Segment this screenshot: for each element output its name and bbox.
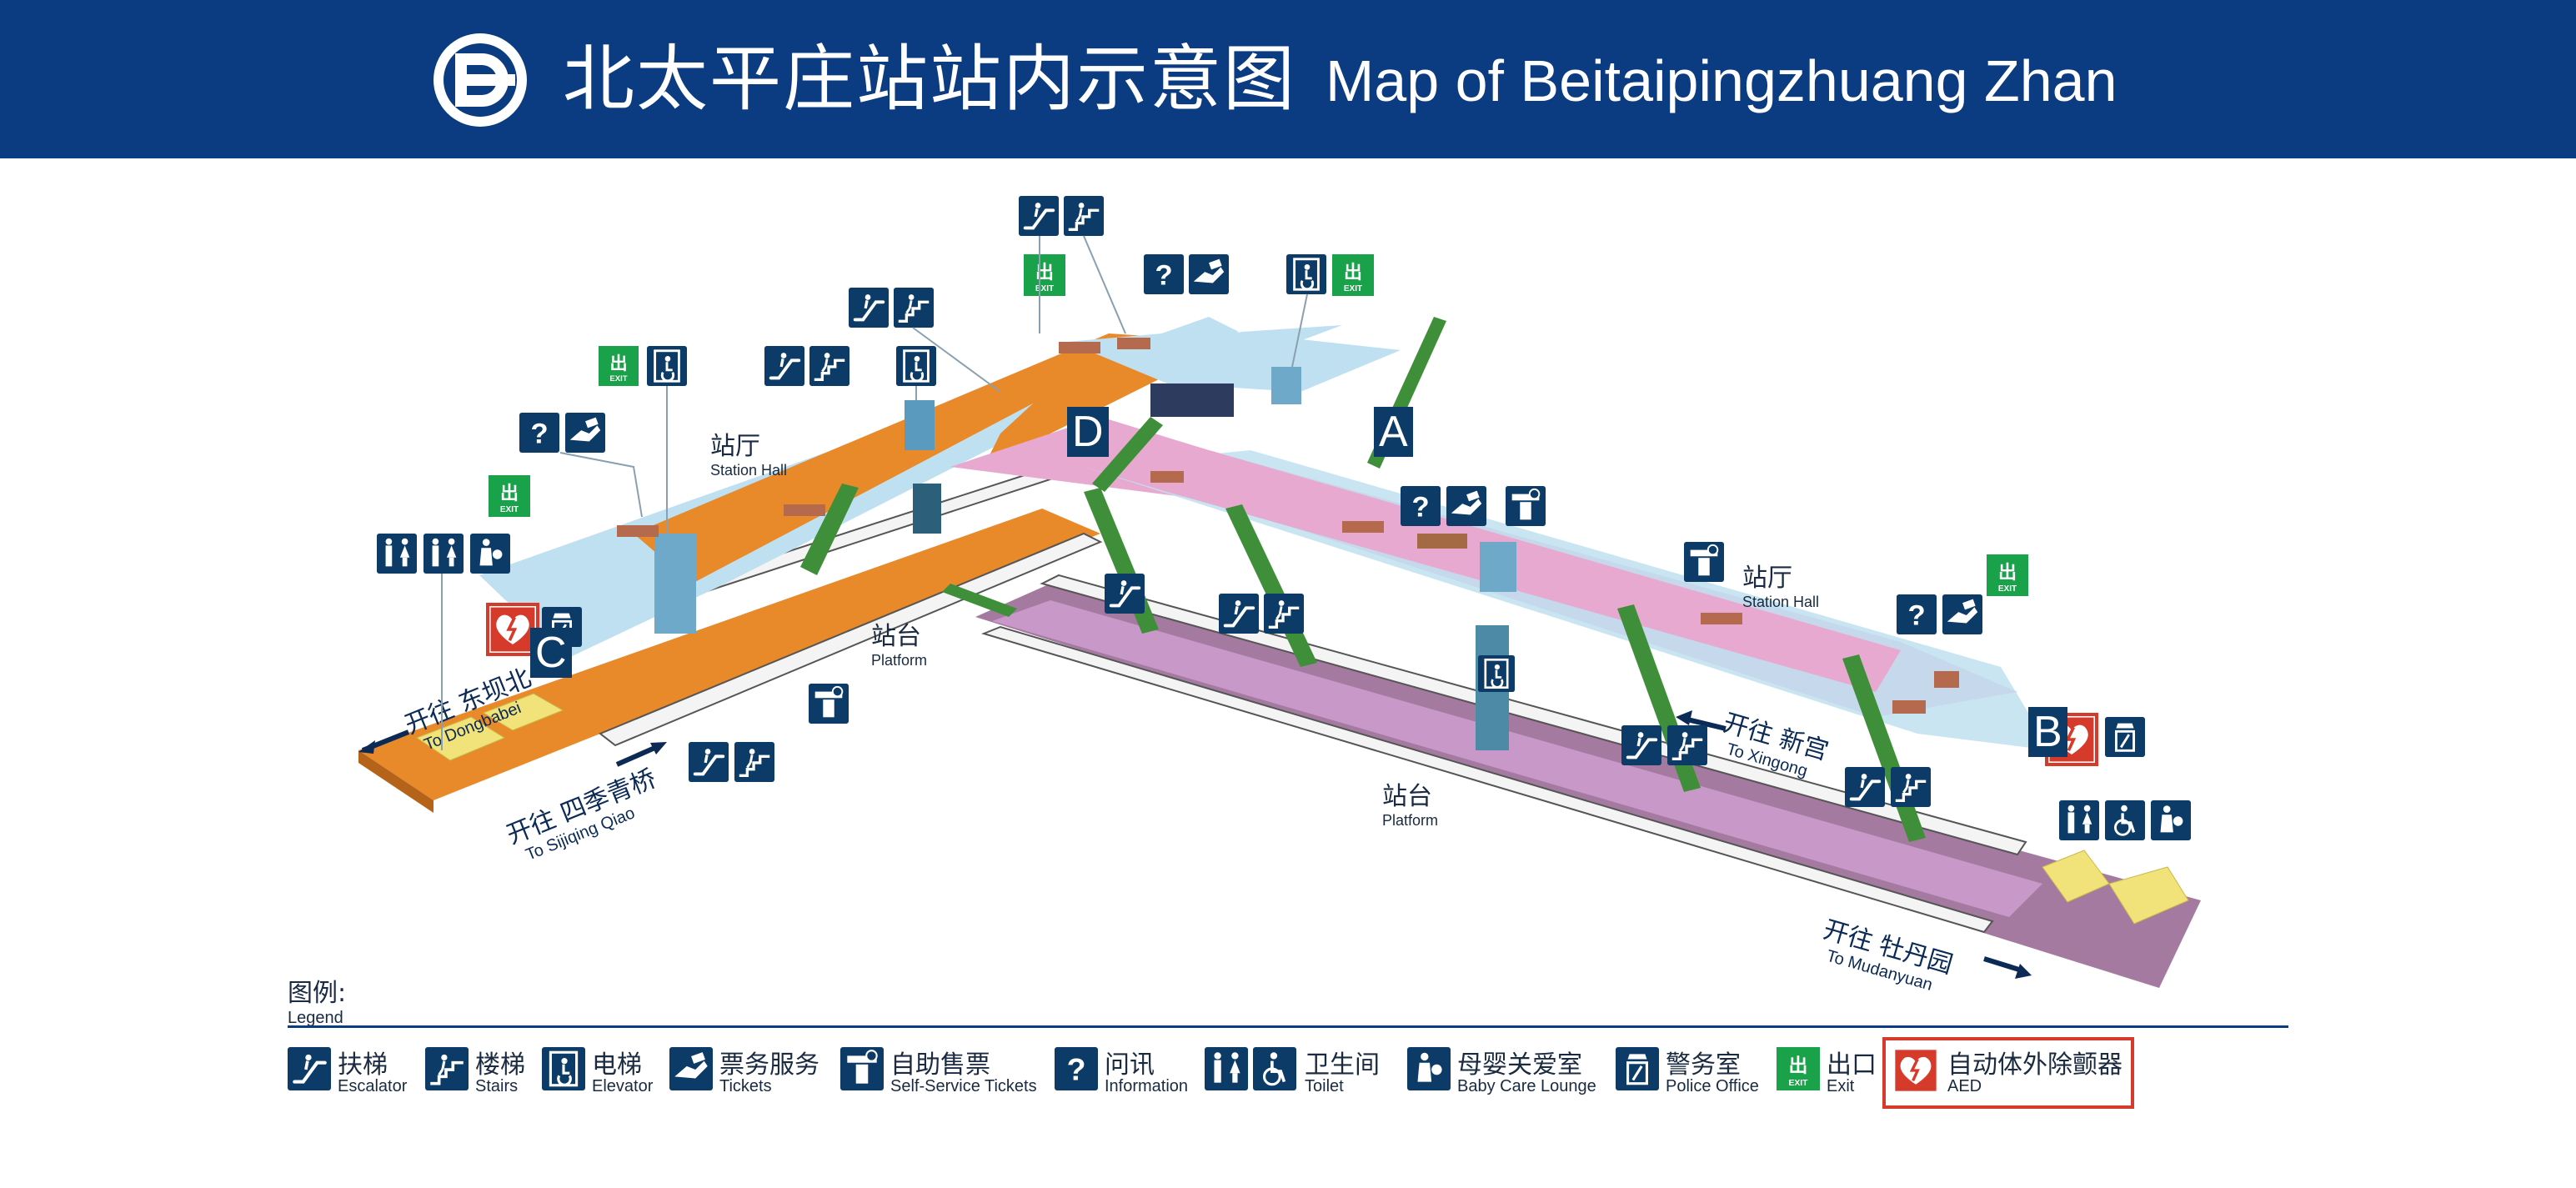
aed-icon [1892,1047,1939,1094]
toilet-icon [423,534,464,574]
self-service-ticket-icon [809,684,849,724]
elevator-icon [647,346,687,386]
hall-label-right: 站厅 Station Hall [1742,564,1820,610]
platform-label-left: 站台 Platform [871,622,928,669]
train-end-block [415,716,506,761]
page-title-chinese: 北太平庄站站内示意图 [563,38,1296,121]
platform-label-right: 站台 Platform [1382,782,1439,829]
legend-divider [288,1025,2288,1028]
arrow-right-icon [615,742,667,767]
equipment-room [1150,383,1234,417]
left-train-lower [599,532,1103,747]
exit-icon [1777,1047,1820,1090]
toilet-icon [1205,1047,1248,1090]
legend: 扶梯 Escalator 楼梯 Stairs 电梯 Elevator 票务服务 … [288,1044,2305,1110]
baby-care-icon [2151,800,2191,840]
ticket-service-icon [669,1047,713,1090]
hall-label-left: 站厅 Station Hall [710,432,788,479]
exit-icon [1332,254,1374,296]
exit-icon [599,346,639,386]
arrow-left-icon [358,729,410,754]
beijing-subway-logo-icon [434,33,527,127]
escalator-icon [689,742,729,782]
stairs-icon [1064,196,1104,236]
police-office-icon [2105,717,2145,757]
baby-care-icon [470,534,510,574]
station-map: 站厅 Station Hall 站台 Platform 站厅 Station H… [0,158,2576,1000]
stairs-icon [425,1047,469,1090]
exit-d-label: D [1067,407,1109,457]
ticket-service-icon [1189,254,1229,294]
stairs-icon [1667,725,1707,765]
self-service-ticket-icon [840,1047,884,1090]
exit-a-label: A [1374,407,1413,457]
ticket-service-icon [1446,486,1486,526]
stairs-icon [894,288,934,328]
escalator-icon [1219,594,1259,634]
stairs-icon [809,346,849,386]
exit-icon [1987,554,2028,596]
header-bar: 北太平庄站站内示意图 Map of Beitaipingzhuang Zhan [0,0,2576,158]
information-icon [1055,1047,1098,1090]
ticket-service-icon [565,413,605,453]
self-service-ticket-icon [1684,542,1724,582]
legend-heading: 图例: Legend [288,979,347,1027]
aed-legend-highlight [1882,1037,2134,1109]
escalator-icon [1105,574,1145,614]
stairs-icon [734,742,774,782]
exit-b-label: B [2028,707,2067,757]
accessible-toilet-icon [1253,1047,1296,1090]
self-service-ticket-icon [1506,486,1546,526]
escalator-icon [1845,767,1885,807]
elevator-icon [1478,655,1515,692]
toilet-icon [2105,800,2145,840]
toilet-icon [2059,800,2099,840]
elevator-icon [542,1047,585,1090]
baby-care-icon [1407,1047,1451,1090]
information-icon [1401,486,1441,526]
escalator-icon [288,1047,331,1090]
exit-icon [1024,254,1065,296]
escalator-icon [1019,196,1059,236]
information-icon [1897,594,1937,634]
escalator-icon [849,288,889,328]
stairs-icon [1264,594,1304,634]
information-icon [1144,254,1184,294]
elevator-icon [1286,254,1326,294]
escalator-icon [1621,725,1661,765]
escalator-icon [764,346,804,386]
arrow-left-icon [1676,710,1727,731]
information-icon [519,413,559,453]
ticket-service-icon [1942,594,1982,634]
right-train-lower [980,625,1994,934]
police-office-icon [1616,1047,1659,1090]
elevator-icon [896,346,936,386]
arrow-right-icon [1983,956,2032,979]
map-pictograms [377,196,2191,840]
fare-gates [617,338,1959,714]
exit-icon [489,475,530,517]
exit-c-label: C [530,628,572,678]
stairs-icon [1891,767,1931,807]
toilet-icon [377,534,417,574]
page-title-english: Map of Beitaipingzhuang Zhan [1326,48,2117,113]
left-platform-floor [358,509,1100,800]
station-diagram [358,317,2201,988]
